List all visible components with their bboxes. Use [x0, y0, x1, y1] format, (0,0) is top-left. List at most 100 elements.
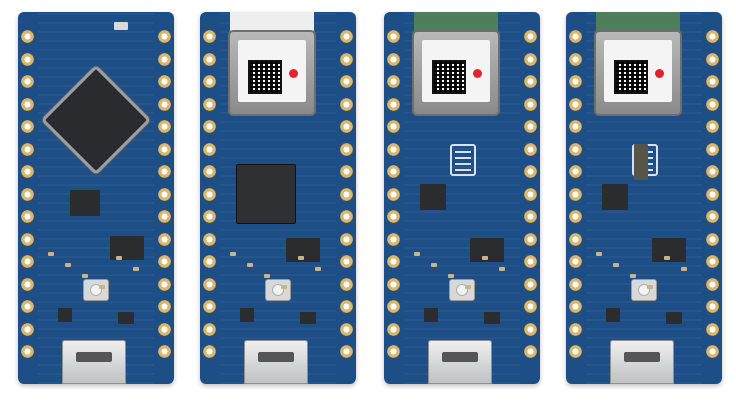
header-pad [158, 97, 171, 111]
header-pad [158, 345, 171, 358]
header-pad [387, 187, 400, 201]
header-pad [340, 232, 353, 246]
component [482, 256, 488, 260]
header-pad [340, 300, 353, 313]
header-pad [706, 120, 719, 133]
header-pad [340, 52, 353, 66]
header-pad [340, 345, 353, 358]
header-pad [524, 322, 537, 336]
ic-chip [424, 308, 438, 322]
ic-chip [602, 184, 628, 210]
header-pad [203, 30, 216, 43]
antenna [230, 12, 314, 32]
micro-usb-connector [428, 340, 492, 384]
header-pad [524, 277, 537, 291]
header-pad [340, 75, 353, 88]
header-pad [569, 345, 582, 358]
header-pad [21, 187, 34, 201]
header-pad [158, 165, 171, 178]
ic-chip [114, 22, 128, 30]
header-pad [387, 232, 400, 246]
header-pad [387, 30, 400, 43]
header-pad [158, 30, 171, 43]
header-pad [706, 345, 719, 358]
header-pad [569, 300, 582, 313]
antenna-grid [450, 144, 476, 176]
reset-button [266, 280, 290, 300]
header-pad [706, 322, 719, 336]
ic-chip [240, 308, 254, 322]
header-pad [340, 142, 353, 156]
component [596, 252, 602, 256]
ic-chip [110, 236, 144, 260]
qr-code [432, 60, 466, 94]
header-pad [203, 97, 216, 111]
header-pad [21, 300, 34, 313]
component [315, 267, 321, 271]
header-pad [158, 52, 171, 66]
header-pad [21, 345, 34, 358]
component [264, 274, 270, 278]
component [448, 274, 454, 278]
header-pad [706, 52, 719, 66]
header-pad [706, 165, 719, 178]
ic-chip [420, 184, 446, 210]
header-pad [21, 165, 34, 178]
header-pad [21, 52, 34, 66]
header-pad [524, 345, 537, 358]
header-pad [387, 165, 400, 178]
header-pad [203, 187, 216, 201]
header-pad [21, 322, 34, 336]
header-pad [524, 232, 537, 246]
ic-chip [484, 312, 500, 324]
reset-button [450, 280, 474, 300]
header-pad [524, 97, 537, 111]
header-pad [569, 120, 582, 133]
header-pad [387, 345, 400, 358]
microcontroller-chip [45, 69, 147, 171]
header-pad [340, 277, 353, 291]
header-pad [21, 277, 34, 291]
ic-chip [300, 312, 316, 324]
wireless-module [230, 32, 314, 114]
sensor-chip [634, 144, 648, 180]
header-pad [569, 97, 582, 111]
header-pad [158, 142, 171, 156]
header-pad [21, 255, 34, 268]
component [116, 256, 122, 260]
component [99, 285, 105, 289]
header-pad [21, 232, 34, 246]
header-pad [340, 30, 353, 43]
header-pad [158, 255, 171, 268]
header-pad [158, 210, 171, 223]
header-pad [340, 210, 353, 223]
header-pad [524, 187, 537, 201]
microcontroller-chip [236, 164, 296, 224]
antenna [414, 12, 498, 32]
header-pad [706, 232, 719, 246]
header-pad [158, 120, 171, 133]
reset-button [84, 280, 108, 300]
header-pad [706, 187, 719, 201]
header-pad [569, 187, 582, 201]
header-pad [569, 255, 582, 268]
header-pad [569, 75, 582, 88]
header-pad [340, 322, 353, 336]
header-pad [706, 300, 719, 313]
component [664, 256, 670, 260]
component [298, 256, 304, 260]
header-pad [203, 52, 216, 66]
component [65, 263, 71, 267]
header-pad [569, 30, 582, 43]
header-pad [524, 142, 537, 156]
header-pad [569, 322, 582, 336]
component [230, 252, 236, 256]
module-label [238, 40, 306, 102]
header-pad [387, 75, 400, 88]
component [465, 285, 471, 289]
header-pad [21, 120, 34, 133]
header-pad [569, 210, 582, 223]
header-pad [203, 142, 216, 156]
header-pad [203, 322, 216, 336]
module-label [604, 40, 672, 102]
